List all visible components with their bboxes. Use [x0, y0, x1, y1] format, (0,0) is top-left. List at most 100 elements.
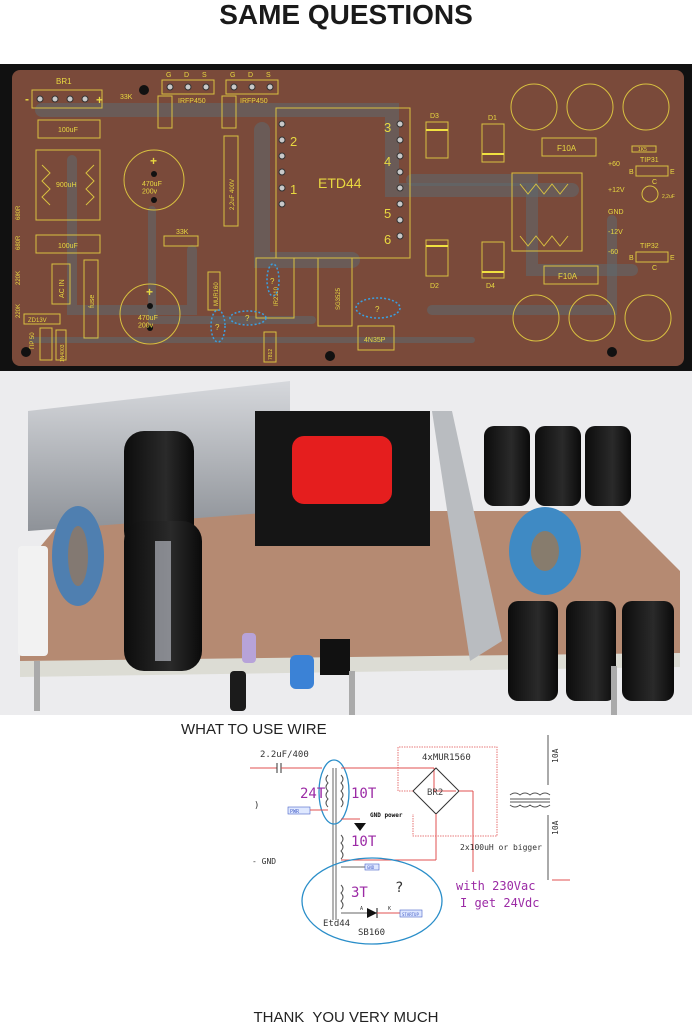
label-d1: D1	[488, 115, 497, 122]
label-tip50: TIP 50	[30, 332, 36, 350]
label-1n4003: 1N4003	[60, 344, 66, 362]
pcb-question-4: ?	[375, 305, 380, 314]
page-title: SAME QUESTIONS	[219, 0, 473, 30]
label-inductors: 2x100uH or bigger	[460, 843, 542, 852]
pcb-br1: BR1 - +	[25, 77, 103, 109]
tag-pwr-label: PWR	[290, 809, 300, 815]
label-g2: G	[230, 72, 235, 79]
pcb-question-1: ?	[215, 323, 220, 332]
label-zd13v: ZD13V	[28, 318, 47, 324]
label-rail-minus60: -60	[608, 249, 618, 256]
relay	[18, 546, 48, 656]
label-680r-2: 680R	[16, 235, 22, 250]
label-g1: G	[166, 72, 171, 79]
label-br2: BR2	[427, 788, 443, 798]
label-tip32-c: C	[652, 265, 657, 272]
tag-gnd-label: GND	[367, 865, 375, 870]
diode-sb160	[367, 908, 377, 918]
label-pin-6: 6	[384, 232, 391, 247]
label-f10a-top: F10A	[557, 144, 577, 153]
pcb-question-2: ?	[245, 314, 250, 323]
label-sg3525: SG3525	[336, 287, 342, 310]
label-ac-in: AC IN	[59, 279, 66, 298]
label-mur160: MUR160	[214, 282, 220, 306]
highlight-ellipse-aux	[301, 857, 443, 945]
label-tip31-e: E	[670, 169, 675, 176]
note-line-1: with 230Vac	[456, 879, 535, 893]
label-33k-mid: 33K	[176, 229, 189, 236]
question-text: WHAT TO USE WIRE	[181, 721, 327, 738]
label-pin-k: K	[388, 906, 391, 912]
label-pin-1: 1	[290, 182, 297, 197]
device-photo	[0, 371, 692, 715]
label-pin-a: A	[360, 906, 363, 912]
tag-startup	[399, 909, 423, 918]
label-question: ?	[395, 880, 403, 896]
label-tip31-c: C	[652, 179, 657, 186]
device-photo-drawing	[0, 371, 692, 715]
label-100uf-bottom: 100uF	[58, 243, 78, 250]
label-gnd-power: GND power	[370, 812, 403, 819]
label-2u2-small: 2,2uF	[662, 194, 675, 200]
label-rail-gnd: GND	[608, 209, 624, 216]
footer-thanks: THANK YOU VERY MUCH	[253, 1009, 439, 1026]
label-tip32: TIP32	[640, 243, 659, 250]
label-tip31-b: B	[629, 169, 634, 176]
highlight-ellipse-main	[318, 759, 350, 825]
label-d2: D2	[430, 283, 439, 290]
label-rail-plus12: +12V	[608, 187, 625, 194]
label-rail-plus60: +60	[608, 161, 620, 168]
label-pin-2: 2	[290, 134, 297, 149]
label-pin-4: 4	[384, 154, 391, 169]
label-s2: S	[266, 72, 271, 79]
label-33k-top: 33K	[120, 94, 133, 101]
transformer-winding	[292, 436, 392, 504]
label-pin-3: 3	[384, 120, 391, 135]
label-220k-2: 220K	[16, 304, 22, 318]
label-plus: +	[96, 93, 103, 107]
label-680r-1: 680R	[16, 205, 22, 220]
label-fuse: fuse	[89, 295, 96, 308]
label-100uf-top: 100uF	[58, 127, 78, 134]
label-10t-mid: 10T	[351, 834, 377, 850]
label-4n35p: 4N35P	[364, 337, 386, 344]
label-3t: 3T	[351, 885, 368, 901]
svg-text:+: +	[150, 154, 157, 168]
pcb-drawing: BR1 - + 33K G D S IRFP450 G D S	[16, 72, 675, 363]
label-tip32-b: B	[629, 255, 634, 262]
schematic: 2.2uF/400 24T 10T 10T 3T PWR GND power B…	[250, 735, 570, 945]
label-etd44: ETD44	[318, 175, 362, 191]
label-1k5: 1K5	[638, 147, 647, 153]
label-d3: D3	[430, 113, 439, 120]
pcb-mosfet-2: G D S IRFP450	[221, 72, 279, 129]
heatsink-right	[432, 411, 502, 661]
label-220k-1: 220K	[16, 271, 22, 285]
label-d2: D	[248, 72, 253, 79]
label-irfp450-2: IRFP450	[240, 98, 268, 105]
tag-startup-label: STARTUP	[402, 912, 419, 917]
label-tip32-e: E	[670, 255, 675, 262]
label-gnd-left: - GND	[252, 857, 276, 866]
label-900uh: 900uH	[56, 182, 77, 189]
label-tip31: TIP31	[640, 157, 659, 164]
label-7812: 7812	[268, 349, 274, 360]
pcb-question-3: ?	[270, 277, 275, 286]
label-ir2110: IR2110	[274, 286, 280, 306]
label-br1: BR1	[56, 77, 72, 86]
svg-text:+: +	[146, 285, 153, 299]
label-10a-top: 10A	[551, 748, 560, 763]
label-pin-5: 5	[384, 206, 391, 221]
label-2u2-400v: 2,2uF 400V	[230, 179, 236, 210]
label-d1: D	[184, 72, 189, 79]
label-rail-minus12: -12V	[608, 229, 623, 236]
label-24t: 24T	[300, 786, 326, 802]
label-d4: D4	[486, 283, 495, 290]
label-cap-2u2-400: 2.2uF/400	[260, 750, 309, 760]
label-minus: -	[25, 92, 29, 106]
pcb-layout-image: BR1 - + 33K G D S IRFP450 G D S	[0, 64, 692, 371]
label-10a-bottom: 10A	[551, 820, 560, 835]
gnd-symbol	[354, 823, 366, 831]
label-paren: )	[254, 801, 259, 811]
